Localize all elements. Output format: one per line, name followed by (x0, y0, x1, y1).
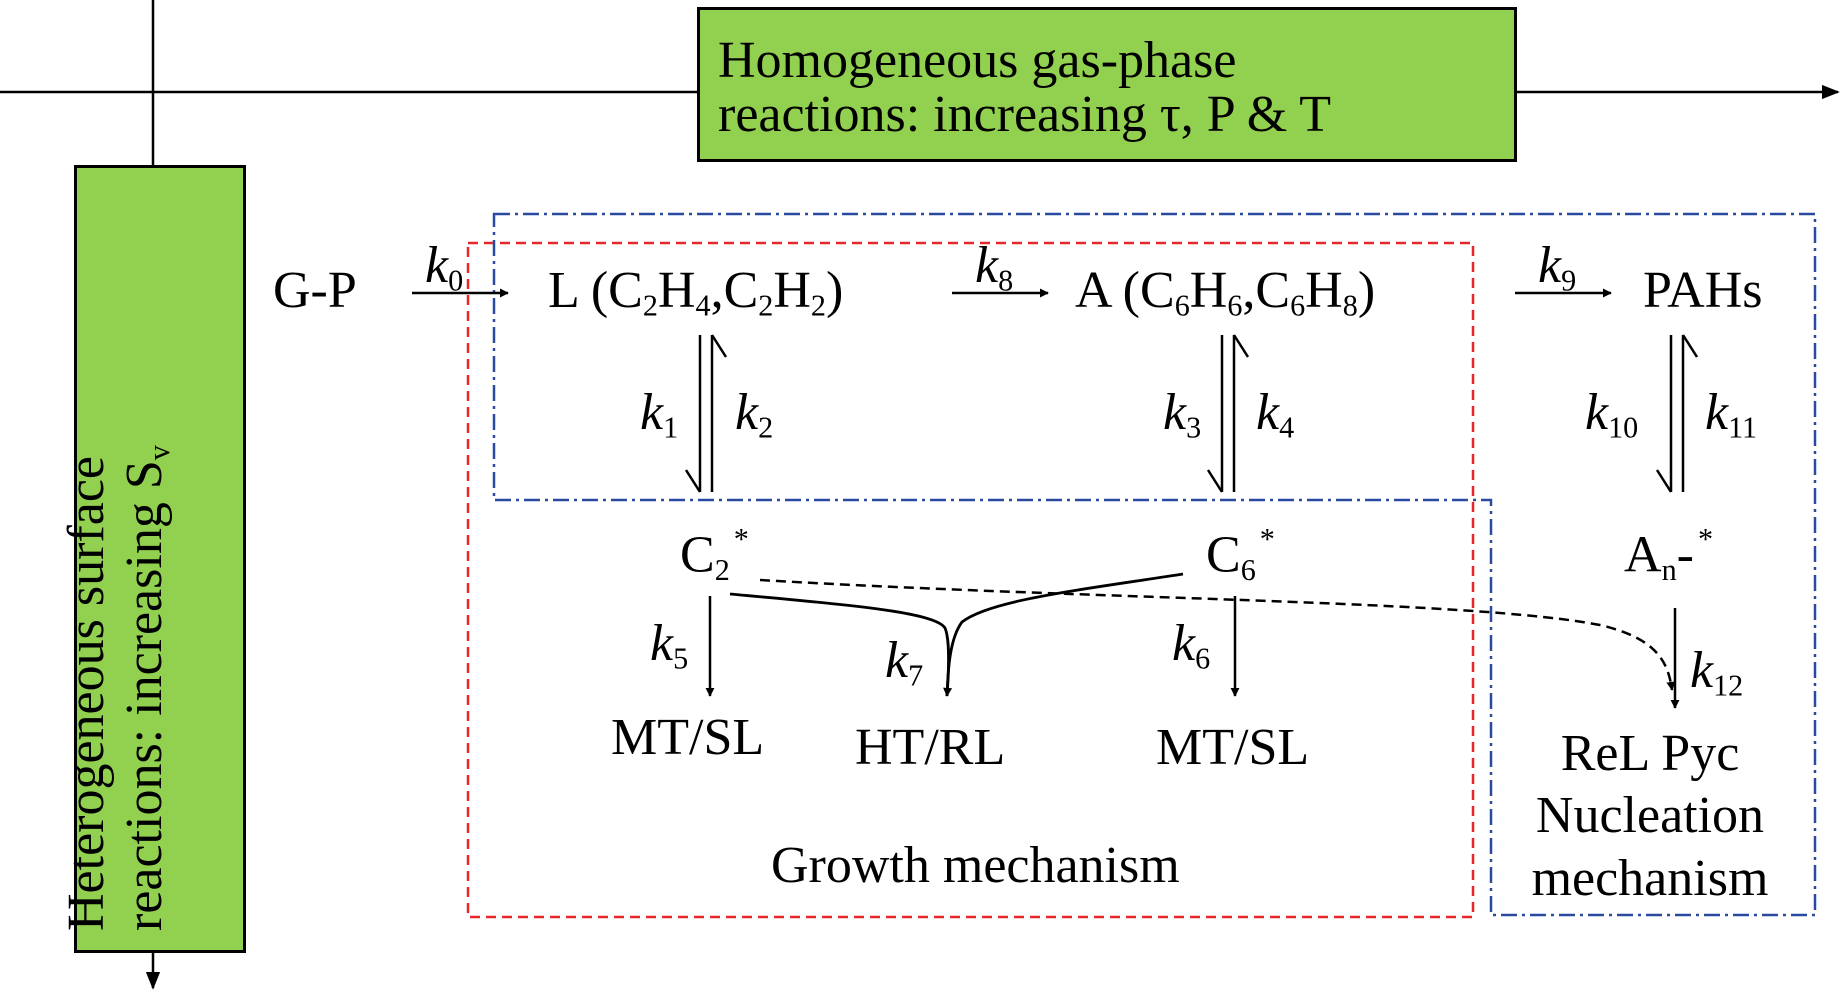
rate-k11: k11 (1705, 384, 1758, 445)
heterogeneous-reactions-box (74, 165, 246, 953)
rate-k1: k1 (640, 384, 679, 445)
nucleation-mechanism-region (492, 212, 1817, 917)
rate-k12: k12 (1690, 642, 1744, 703)
rate-k10: k10 (1585, 384, 1639, 445)
node-gp: G-P (273, 262, 357, 319)
rate-k0: k0 (425, 237, 464, 298)
equilibrium-pahs-an (1655, 334, 1699, 493)
product-mt-sl-right: MT/SL (1156, 719, 1310, 776)
growth-mechanism-region (466, 241, 1475, 919)
equilibrium-a-c6 (1206, 334, 1250, 493)
homogeneous-reactions-box: Homogeneous gas-phase reactions: increas… (697, 7, 1517, 162)
product-mt-sl-left: MT/SL (611, 709, 765, 766)
rate-k2: k2 (735, 384, 774, 445)
node-pahs: PAHs (1643, 262, 1763, 319)
top-box-line2: reactions: increasing τ, P & T (718, 86, 1331, 143)
side-box-line1: Heterogeneous surface (57, 456, 115, 931)
node-c2-star: C2* (680, 522, 749, 588)
product-ht-rl: HT/RL (855, 719, 1006, 776)
rate-k8: k8 (975, 237, 1014, 298)
dashed-c2-to-relpyc (759, 578, 1676, 691)
rate-k9: k9 (1538, 237, 1577, 298)
node-c6-star: C6* (1206, 522, 1275, 588)
node-an-star: An-* (1624, 522, 1714, 588)
heterogeneous-reactions-text: Heterogeneous surface reactions: increas… (58, 191, 188, 931)
top-box-line1: Homogeneous gas-phase (718, 32, 1237, 89)
rate-k5: k5 (650, 615, 689, 676)
node-aromatics: A (C6H6,C6H8) (1075, 262, 1376, 323)
equilibrium-l-c2 (684, 334, 728, 493)
rate-k7: k7 (885, 632, 924, 693)
rate-k6: k6 (1172, 615, 1211, 676)
growth-mechanism-label: Growth mechanism (771, 837, 1180, 894)
nucleation-mechanism-label: mechanism (1531, 850, 1769, 907)
curve-c6-to-htrl (945, 572, 1184, 697)
rate-k3: k3 (1163, 384, 1202, 445)
nucleation-label: Nucleation (1535, 787, 1765, 844)
node-light-hydrocarbons: L (C2H4,C2H2) (548, 262, 844, 323)
product-rel-pyc: ReL Pyc (1560, 725, 1740, 782)
rate-k4: k4 (1256, 384, 1295, 445)
side-box-line2: reactions: increasing Sv (115, 445, 177, 931)
